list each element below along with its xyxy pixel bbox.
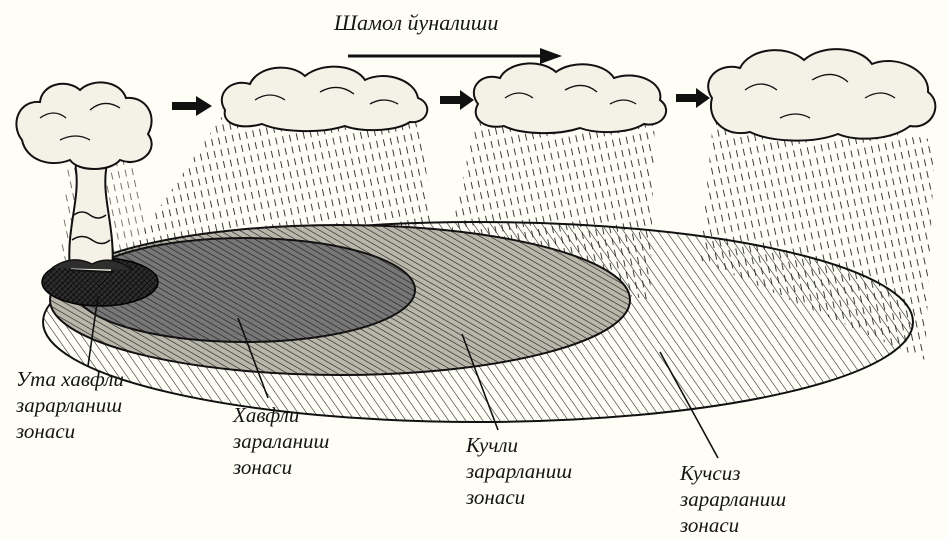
drift-arrow-2 [440, 90, 474, 110]
dangerous-zone-line-1: Хавфли [233, 402, 329, 428]
weak-zone-line-3: зонаси [680, 512, 786, 538]
drift-arrow-1 [172, 96, 212, 116]
dangerous-zone-line-2: зараланиш [233, 428, 329, 454]
drift-arrow-3 [676, 88, 710, 108]
strong-zone-line-1: Кучли [466, 432, 572, 458]
dangerous-zone-label: Хавфли зараланиш зонаси [233, 402, 329, 480]
strong-zone-line-2: зарарланиш [466, 458, 572, 484]
extreme-zone-line-2: зарарланиш [16, 392, 124, 418]
dangerous-zone-line-3: зонаси [233, 454, 329, 480]
strong-zone-line-3: зонаси [466, 484, 572, 510]
weak-zone-label: Кучсиз зарарланиш зонаси [680, 460, 786, 538]
weak-zone-line-2: зарарланиш [680, 486, 786, 512]
cloud-3 [708, 49, 935, 140]
strong-zone-label: Кучли зарарланиш зонаси [466, 432, 572, 510]
weak-zone-line-1: Кучсиз [680, 460, 786, 486]
extreme-zone-label: Ута хавфли зарарланиш зонаси [16, 366, 124, 444]
cloud-1 [222, 67, 427, 131]
wind-direction-label: Шамол йуналиши [334, 10, 498, 36]
extreme-zone-line-1: Ута хавфли [16, 366, 124, 392]
extreme-zone-line-3: зонаси [16, 418, 124, 444]
cloud-2 [474, 63, 666, 133]
wind-direction-arrow [348, 48, 562, 64]
